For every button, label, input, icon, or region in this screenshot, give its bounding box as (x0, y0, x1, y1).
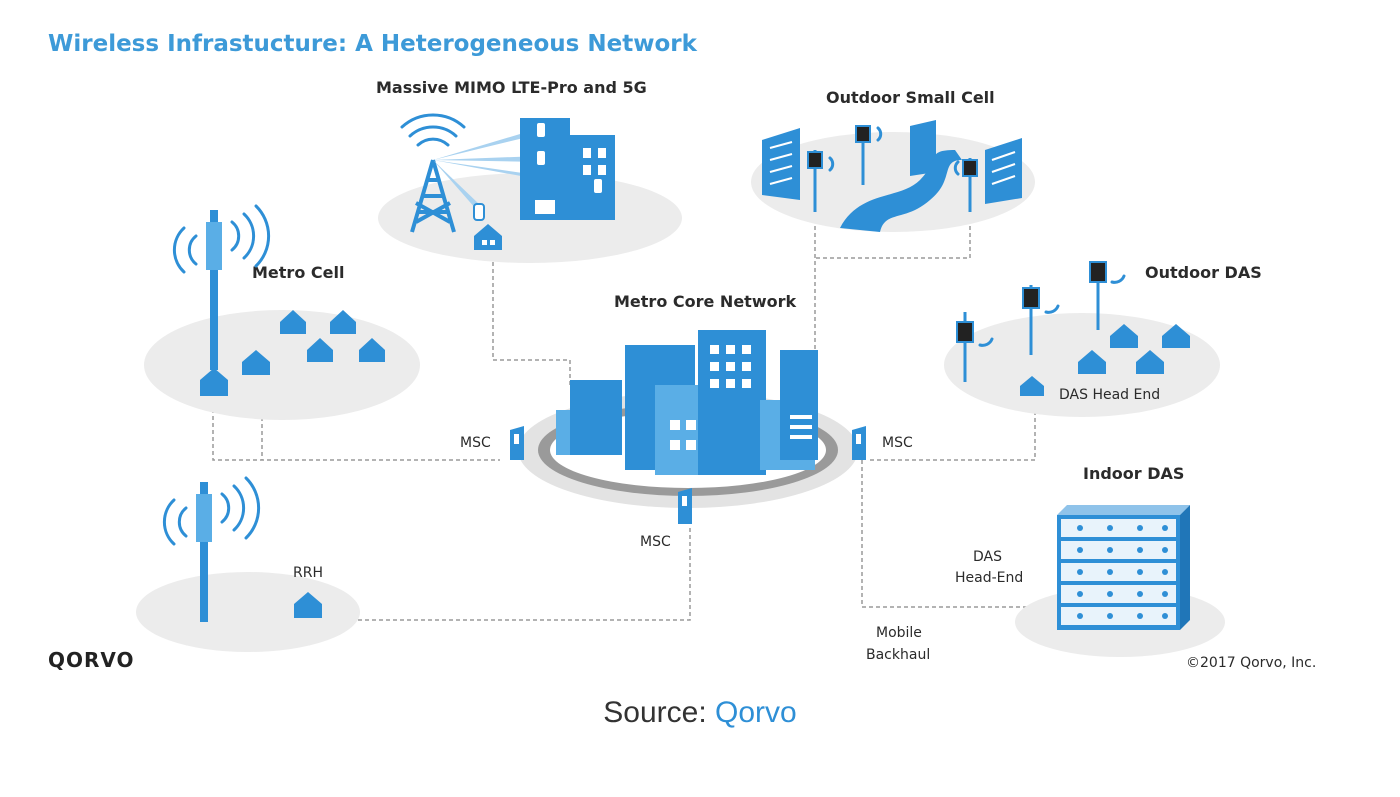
das-houses-icon (1020, 324, 1190, 396)
metro-cell-label: Metro Cell (252, 263, 344, 282)
indoor-das-group: Indoor DAS DAS Head-End (955, 464, 1225, 657)
msc-bottom-label: MSC (640, 534, 671, 550)
mimo-building-icon (473, 118, 615, 221)
house-icon (474, 224, 502, 250)
msc-left-label: MSC (460, 435, 491, 451)
qorvo-logo: QORVO (48, 648, 135, 672)
mobile-backhaul-line1: Mobile (876, 625, 922, 641)
indoor-das-head-end-line2: Head-End (955, 570, 1023, 586)
das-head-end-label: DAS Head End (1059, 387, 1160, 403)
msc-right-icon (852, 426, 866, 460)
source-link[interactable]: Qorvo (715, 696, 797, 729)
metro-core-group: Metro Core Network MSC (460, 292, 913, 550)
msc-left-icon (510, 426, 524, 460)
indoor-das-label: Indoor DAS (1083, 464, 1184, 483)
rrh-group: RRH (136, 476, 360, 652)
massive-mimo-label: Massive MIMO LTE-Pro and 5G (376, 78, 647, 97)
outdoor-das-group: Outdoor DAS DAS Head End (944, 261, 1262, 417)
mobile-backhaul-line2: Backhaul (866, 647, 930, 663)
source-caption: Source: Qorvo (0, 696, 1400, 730)
metro-cell-group: Metro Cell (144, 204, 420, 420)
houses-icon (280, 310, 385, 362)
connection-lines (212, 212, 1060, 621)
massive-mimo-group: Massive MIMO LTE-Pro and 5G (376, 78, 682, 263)
copyright-text: ©2017 Qorvo, Inc. (1186, 655, 1316, 671)
indoor-das-head-end-line1: DAS (973, 549, 1002, 565)
das-poles-icon (956, 261, 1126, 382)
indoor-das-rack-icon (1057, 505, 1190, 630)
outdoor-das-label: Outdoor DAS (1145, 263, 1262, 282)
source-prefix: Source: (603, 696, 716, 729)
small-cell-buildings-icon (762, 120, 1022, 232)
outdoor-small-cell-label: Outdoor Small Cell (826, 88, 995, 107)
msc-bottom-icon (678, 488, 692, 524)
rrh-platform (136, 572, 360, 652)
metro-core-label: Metro Core Network (614, 292, 796, 311)
outdoor-small-cell-group: Outdoor Small Cell (751, 88, 1035, 232)
msc-right-label: MSC (882, 435, 913, 451)
metro-core-buildings-icon (556, 330, 818, 475)
rrh-label: RRH (293, 565, 323, 581)
diagram-title: Wireless Infrastucture: A Heterogeneous … (48, 31, 698, 57)
metro-cell-tower-icon (172, 204, 271, 396)
rrh-tower-icon (162, 476, 322, 622)
